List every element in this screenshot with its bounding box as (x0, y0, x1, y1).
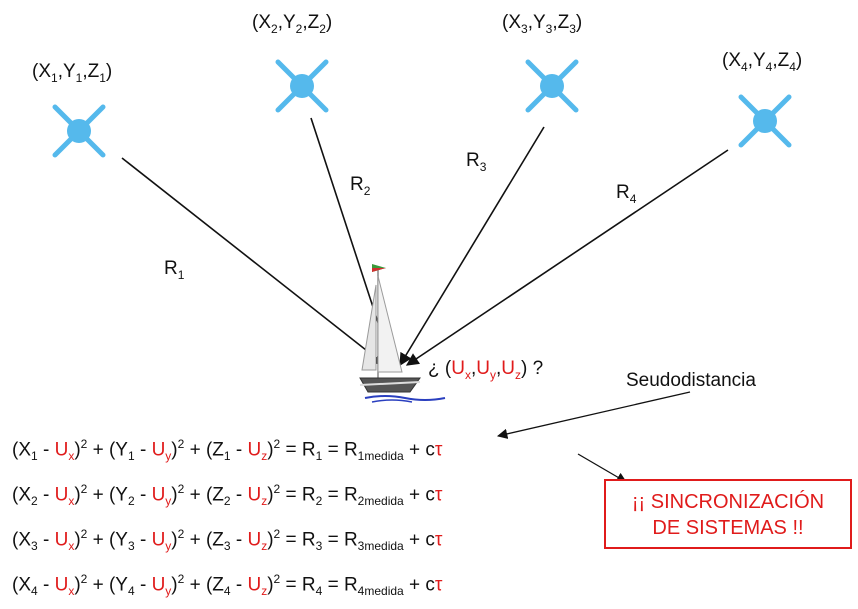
equation-row: (X1 - Ux)2 + (Y1 - Uy)2 + (Z1 - Uz)2 = R… (12, 437, 443, 464)
range-line-3 (399, 126, 545, 367)
equation-row: (X3 - Ux)2 + (Y3 - Uy)2 + (Z3 - Uz)2 = R… (12, 527, 443, 554)
range-label: R2 (350, 174, 371, 198)
range-line-4 (405, 149, 729, 366)
range-line-1 (121, 157, 387, 366)
equation-row: (X2 - Ux)2 + (Y2 - Uy)2 + (Z2 - Uz)2 = R… (12, 482, 443, 509)
sync-arrow (577, 453, 627, 483)
range-label: R4 (616, 182, 637, 206)
pseudorange-label: Seudodistancia (626, 370, 756, 391)
sync-line-2: DE SISTEMAS !! (652, 517, 804, 539)
range-label: R3 (466, 150, 487, 174)
satellite-icon (275, 59, 329, 113)
satellite-coordinate-label: (X3,Y3,Z3) (502, 12, 583, 36)
receiver-position-query: ¿ (Ux,Uy,Uz) ? (428, 358, 544, 382)
synchronization-callout: ¡¡ SINCRONIZACIÓN DE SISTEMAS !! (604, 479, 852, 549)
sailboat-icon (359, 264, 446, 403)
equation-row: (X4 - Ux)2 + (Y4 - Uy)2 + (Z4 - Uz)2 = R… (12, 572, 443, 599)
sync-line-1: ¡¡ SINCRONIZACIÓN (631, 491, 825, 513)
satellite-icon (525, 59, 579, 113)
range-label: R1 (164, 258, 185, 282)
satellite-coordinate-label: (X4,Y4,Z4) (722, 50, 803, 74)
satellite-icon (738, 94, 792, 148)
satellite-icon (52, 104, 106, 158)
satellite-coordinate-label: (X2,Y2,Z2) (252, 12, 333, 36)
pseudorange-arrow (496, 391, 691, 439)
satellite-coordinate-label: (X1,Y1,Z1) (32, 61, 113, 85)
